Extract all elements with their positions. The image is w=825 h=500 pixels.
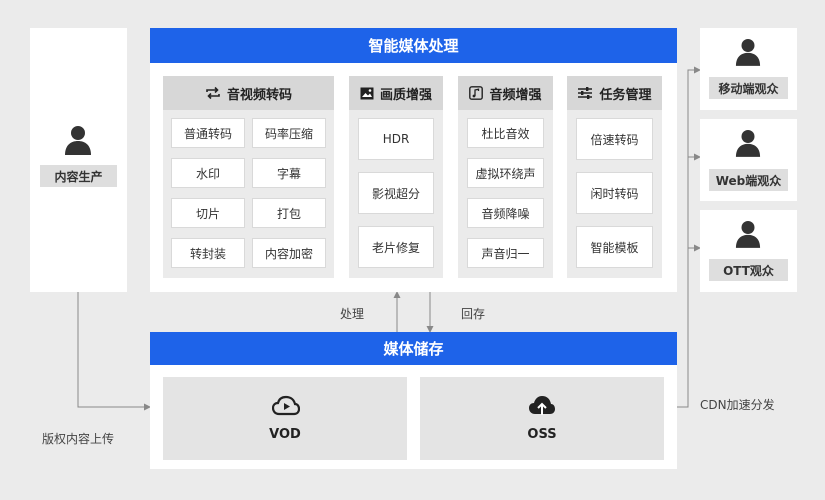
module-audio-header: 音频增强 <box>458 76 553 110</box>
repeat-icon <box>206 86 220 100</box>
module-audio: 音频增强 杜比音效 虚拟环绕声 音频降噪 声音归一 <box>458 76 553 278</box>
module-audio-title: 音频增强 <box>489 87 542 103</box>
user-icon <box>65 126 91 155</box>
process-label: 处理 <box>340 307 365 321</box>
module-item: 杜比音效 <box>467 118 544 148</box>
upload-connector <box>77 292 151 411</box>
audience-web: Web端观众 <box>700 119 797 201</box>
module-item: 音频降噪 <box>467 198 544 228</box>
module-item: 智能模板 <box>576 226 653 268</box>
module-image-quality-header: 画质增强 <box>349 76 443 110</box>
module-item: 闲时转码 <box>576 172 653 214</box>
cdn-label: CDN加速分发 <box>700 398 775 412</box>
module-item: 转封装 <box>171 238 245 268</box>
music-note-icon <box>469 86 484 100</box>
cloud-play-icon <box>272 395 300 416</box>
module-item: 切片 <box>171 198 245 228</box>
module-task-title: 任务管理 <box>599 87 652 103</box>
module-item: 老片修复 <box>358 226 434 268</box>
storage-oss-label: OSS <box>527 427 557 442</box>
audience-web-label: Web端观众 <box>709 169 788 191</box>
module-image-quality-title: 画质增强 <box>379 87 432 103</box>
store-back-label: 回存 <box>461 307 486 321</box>
module-item: 倍速转码 <box>576 118 653 160</box>
storage-panel: VOD OSS <box>150 365 677 469</box>
storage-oss: OSS <box>420 377 664 460</box>
producer-label: 内容生产 <box>40 165 117 187</box>
sliders-icon <box>578 87 593 99</box>
audience-ott-label: OTT观众 <box>709 259 788 281</box>
module-item: 水印 <box>171 158 245 188</box>
storage-vod-label: VOD <box>269 427 301 442</box>
user-icon <box>735 130 761 157</box>
module-item: 打包 <box>252 198 326 228</box>
image-icon <box>360 87 374 99</box>
module-transcode-title: 音视频转码 <box>226 87 292 103</box>
cloud-upload-icon <box>529 396 555 415</box>
audience-ott: OTT观众 <box>700 210 797 292</box>
cdn-connector <box>677 66 701 408</box>
module-task-header: 任务管理 <box>567 76 662 110</box>
audience-mobile: 移动端观众 <box>700 28 797 110</box>
module-item: 码率压缩 <box>252 118 326 148</box>
module-transcode-header: 音视频转码 <box>163 76 334 110</box>
module-item: 普通转码 <box>171 118 245 148</box>
module-transcode: 音视频转码 普通转码 码率压缩 水印 字幕 切片 打包 转封装 内容加密 <box>163 76 334 278</box>
processing-title: 智能媒体处理 <box>150 28 677 63</box>
audience-mobile-label: 移动端观众 <box>709 77 788 99</box>
producer-box: 内容生产 <box>30 28 127 292</box>
module-item: 声音归一 <box>467 238 544 268</box>
module-item: HDR <box>358 118 434 160</box>
module-item: 字幕 <box>252 158 326 188</box>
module-item: 影视超分 <box>358 172 434 214</box>
user-icon <box>735 39 761 66</box>
storage-title: 媒体储存 <box>150 332 677 365</box>
storage-vod: VOD <box>163 377 407 460</box>
module-item: 内容加密 <box>252 238 326 268</box>
user-icon <box>735 221 761 248</box>
module-image-quality: 画质增强 HDR 影视超分 老片修复 <box>349 76 443 278</box>
module-item: 虚拟环绕声 <box>467 158 544 188</box>
upload-label: 版权内容上传 <box>42 432 115 446</box>
module-task: 任务管理 倍速转码 闲时转码 智能模板 <box>567 76 662 278</box>
